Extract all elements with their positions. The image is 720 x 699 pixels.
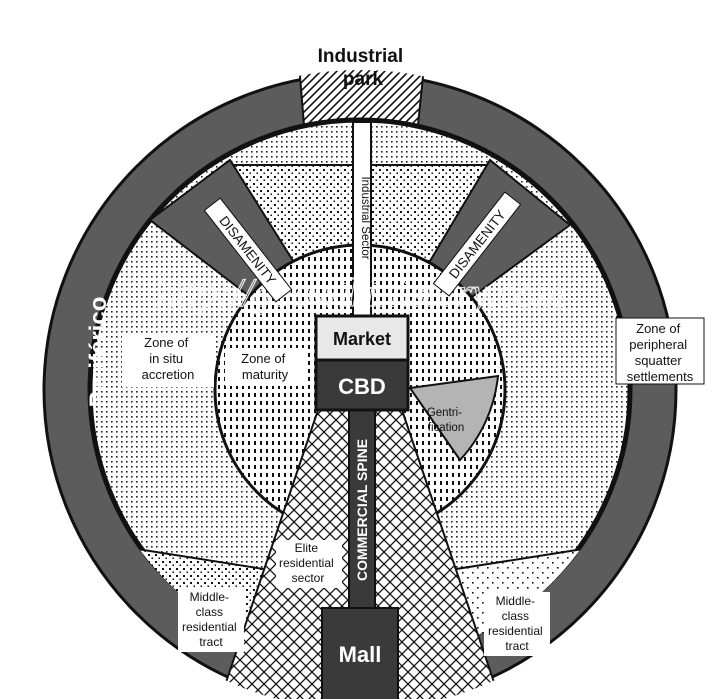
industrial-park-label: Industrial park [318, 46, 409, 90]
commercial-spine-bar [348, 409, 376, 611]
svg-text:Elite residential: Elite residential sector [279, 541, 337, 585]
middle-class-left-label: Middle- class residential tract [178, 588, 244, 652]
mall-label: Mall [339, 642, 382, 667]
svg-text:Middle- class resi: Middle- class residential tract [182, 590, 240, 649]
cbd-box [314, 358, 410, 412]
gentrification-label: Gentri- fication [427, 407, 465, 434]
watermark-text: http://geowiki.tistory.com [156, 270, 565, 315]
market-label: Market [333, 329, 391, 349]
commercial-spine-label: COMMERCIAL SPINE [354, 439, 370, 581]
periferico-label: Periférico [85, 297, 112, 408]
mall-block [321, 607, 399, 699]
svg-text:Zone of in situ ac: Zone of in situ accretion [142, 335, 195, 382]
zone-in-situ-label: Zone of in situ accretion [122, 333, 214, 387]
svg-text:Middle- class resi: Middle- class residential tract [488, 594, 546, 653]
svg-text:Zone of maturity: Zone of maturity [241, 351, 289, 382]
gentrification-wedge [408, 374, 500, 462]
zone-peripheral-label: Zone of peripheral squatter settlements [615, 317, 705, 385]
zone-maturity-label: Zone of maturity [225, 348, 305, 386]
middle-class-right-label: Middle- class residential tract [484, 592, 550, 656]
market-box [314, 314, 410, 362]
industrial-sector-label: Industrial Sector [359, 176, 371, 259]
svg-text:Zone of peripheral: Zone of peripheral squatter settlements [627, 321, 694, 384]
cbd-label: CBD [338, 374, 386, 399]
elite-sector-label: Elite residential sector [276, 540, 342, 588]
